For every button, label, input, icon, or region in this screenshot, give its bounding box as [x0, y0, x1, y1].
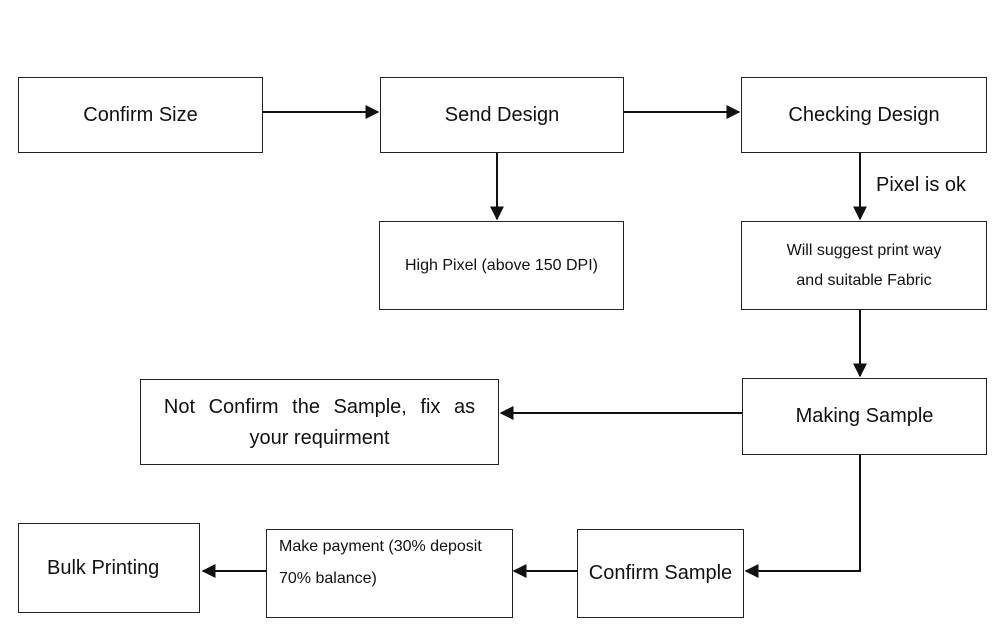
node-checking-design: Checking Design [741, 77, 987, 153]
node-making-sample: Making Sample [742, 378, 987, 455]
node-making-sample-label: Making Sample [795, 405, 934, 427]
node-not-confirm-line1: Not Confirm the Sample, fix as [163, 396, 476, 418]
node-not-confirm-line2: your requirment [249, 427, 390, 449]
node-bulk-printing-label: Bulk Printing [47, 556, 160, 579]
node-high-pixel-label: High Pixel (above 150 DPI) [405, 256, 598, 274]
node-high-pixel: High Pixel (above 150 DPI) [379, 221, 624, 310]
node-confirm-size-label: Confirm Size [83, 103, 198, 126]
node-suggest-print-line2: and suitable Fabric [796, 271, 932, 289]
node-make-payment-line2: 70% balance) [279, 570, 377, 587]
node-confirm-sample: Confirm Sample [577, 529, 744, 618]
node-bulk-printing: Bulk Printing [18, 523, 200, 613]
node-suggest-print-line1: Will suggest print way [786, 241, 942, 259]
arrow-making-sample-to-confirm-sample [744, 455, 861, 578]
node-confirm-size: Confirm Size [18, 77, 263, 153]
node-confirm-sample-label: Confirm Sample [588, 562, 733, 584]
node-send-design: Send Design [380, 77, 624, 153]
node-make-payment-line1: Make payment (30% deposit [279, 538, 482, 555]
node-send-design-label: Send Design [444, 103, 560, 126]
edge-label-pixel-ok: Pixel is ok [876, 174, 967, 196]
node-not-confirm-sample: Not Confirm the Sample, fix as your requ… [140, 379, 499, 465]
node-make-payment: Make payment (30% deposit 70% balance) [266, 529, 513, 618]
node-checking-design-label: Checking Design [788, 103, 940, 126]
node-suggest-print: Will suggest print way and suitable Fabr… [741, 221, 987, 310]
